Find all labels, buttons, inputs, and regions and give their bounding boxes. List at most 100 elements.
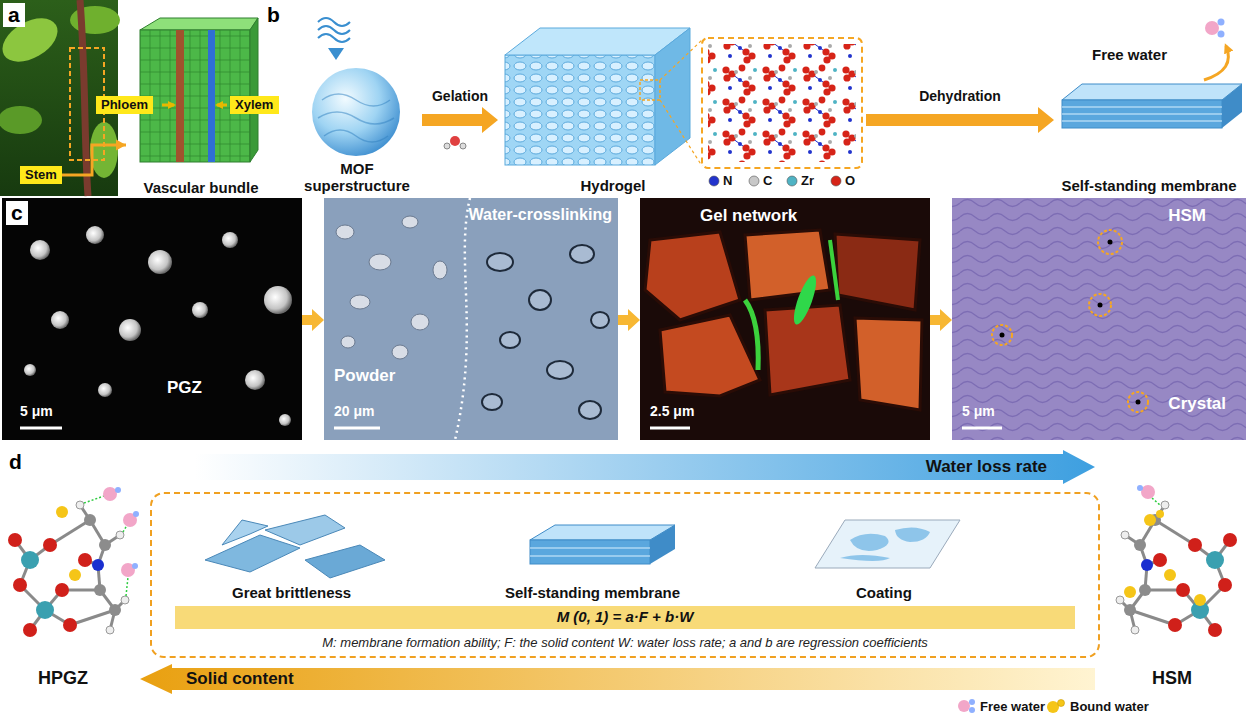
micrograph-pgz-part — [86, 226, 104, 244]
node-text: 20 μm — [334, 403, 374, 419]
micrograph-pgz-part — [148, 250, 172, 274]
water-icon-part — [1058, 700, 1065, 707]
membrane-drawing — [1062, 19, 1242, 129]
micrograph-gel-network-part-part — [660, 315, 760, 396]
hpgz-molecule-part — [8, 501, 129, 637]
hsm-molecule-part — [1141, 485, 1155, 499]
micrograph-powder-part — [547, 361, 573, 379]
micrograph-hsm-part — [1136, 400, 1141, 405]
coating-sample — [815, 520, 960, 568]
micrograph-gel-network-part — [745, 300, 758, 370]
membrane: Self-standing membrane — [1054, 40, 1244, 194]
panel-letter: c — [6, 201, 28, 225]
node-text: Crystal — [1168, 394, 1226, 414]
micrograph-pgz-part — [222, 232, 238, 248]
hsm-molecule-part — [1116, 501, 1237, 637]
block-arrow — [930, 309, 952, 331]
callout-label: Free water — [1092, 46, 1167, 63]
band-arrow — [195, 450, 1095, 484]
micrograph-powder-part — [411, 314, 429, 330]
coating-sample-part — [815, 520, 960, 568]
membrane-drawing-part — [1062, 100, 1222, 128]
micrograph-powder-part — [570, 245, 594, 263]
legend-text: Zr — [801, 173, 814, 188]
mof-superstructure-drawing-part — [450, 136, 460, 146]
legend-swatch — [708, 175, 720, 187]
node-text: PGZ — [167, 378, 202, 398]
label-box: Xylem — [230, 96, 279, 114]
node-text: 2.5 μm — [650, 403, 694, 419]
vascular-bundle-drawing-part — [217, 104, 227, 107]
micrograph-pgz-part — [51, 311, 69, 329]
band-arrow — [140, 664, 1095, 694]
hydrogel: Hydrogel — [498, 20, 866, 194]
micrograph-pgz-part — [192, 302, 208, 318]
hsm-molecule-part — [1144, 514, 1156, 526]
block-arrow — [866, 107, 1054, 133]
legend-item: Bound water — [1045, 698, 1149, 714]
micrograph-powder-part — [350, 295, 370, 309]
micrograph-hsm-part — [952, 198, 1246, 440]
hydrogel-drawing-part — [660, 100, 702, 166]
micrograph-powder-part — [487, 253, 513, 271]
micrograph-gel-network-part-part — [855, 318, 922, 410]
legend-text: N — [723, 173, 732, 188]
hsm-molecule-part — [1164, 569, 1176, 581]
micrograph-powder-part — [500, 332, 520, 348]
micrograph-pgz-part — [30, 240, 50, 260]
hpgz-molecule-part — [84, 496, 128, 596]
micrograph-powder-part — [433, 261, 447, 279]
node-text: Xylem — [235, 97, 274, 113]
brittle-shards-part — [305, 545, 385, 578]
mof-superstructure-drawing-part — [318, 26, 350, 34]
micrograph-powder-part — [369, 254, 391, 270]
legend-icon — [955, 698, 977, 714]
legend-icon — [1045, 698, 1067, 714]
mof-superstructure: MOF superstructure — [292, 66, 422, 194]
micrograph-hsm-part — [1098, 303, 1103, 308]
hpgz-molecule-part — [56, 506, 68, 518]
membrane-sample-part — [530, 525, 675, 540]
stem-photo-part — [80, 0, 88, 196]
membrane-drawing-part — [1222, 84, 1242, 128]
node-text: Powder — [334, 366, 395, 386]
micrograph-gel-network-part-part — [765, 305, 850, 395]
flow-arrow — [302, 309, 324, 331]
legend-item: Free water — [955, 698, 1045, 714]
node-text: Solid content — [186, 669, 294, 689]
micrograph-powder-part — [392, 345, 408, 359]
structure-label: HSM — [1152, 668, 1192, 689]
edge-label: Gelation — [432, 88, 488, 104]
membrane-drawing-part — [1204, 46, 1228, 80]
micrograph-powder-part — [579, 401, 601, 419]
dashed-frame: M: membrane formation ability; F: the so… — [150, 492, 1100, 658]
hsm-molecule — [1116, 485, 1237, 637]
hydrogel-drawing-part — [505, 55, 655, 165]
panel-letter: a — [3, 3, 25, 27]
micrograph-powder-part — [334, 427, 380, 430]
hpgz-molecule-part — [133, 511, 139, 517]
node-text: M (0, 1) = a·F + b·W — [175, 608, 1075, 625]
micrograph-hsm-part — [1098, 230, 1122, 254]
coating-sample-part — [840, 555, 890, 561]
flow-arrow — [62, 140, 126, 176]
node-text: Gel network — [700, 206, 797, 226]
hsm-molecule-part — [1194, 594, 1206, 606]
membrane-sample-part — [650, 525, 675, 564]
hsm-molecule-part — [1137, 485, 1143, 491]
node-text: Phloem — [101, 97, 148, 113]
mof-superstructure-drawing-part — [322, 94, 390, 106]
mof-superstructure-drawing-part — [318, 18, 350, 26]
membrane-drawing-part — [1062, 107, 1222, 108]
micrograph-hsm-part — [1089, 294, 1111, 316]
hpgz-molecule-part-part — [123, 525, 127, 532]
node-text: HSM — [1168, 206, 1206, 226]
micrograph-hsm-part — [952, 198, 1246, 440]
brittle-shards-part — [205, 535, 300, 572]
vascular-bundle-drawing-part — [162, 104, 174, 107]
micrograph-gel-network-part-part — [835, 234, 920, 310]
water-icon-part — [958, 700, 970, 712]
water-icon-part — [969, 699, 975, 705]
micrograph-pgz-part — [24, 364, 36, 376]
membrane-drawing-part — [1205, 21, 1219, 35]
